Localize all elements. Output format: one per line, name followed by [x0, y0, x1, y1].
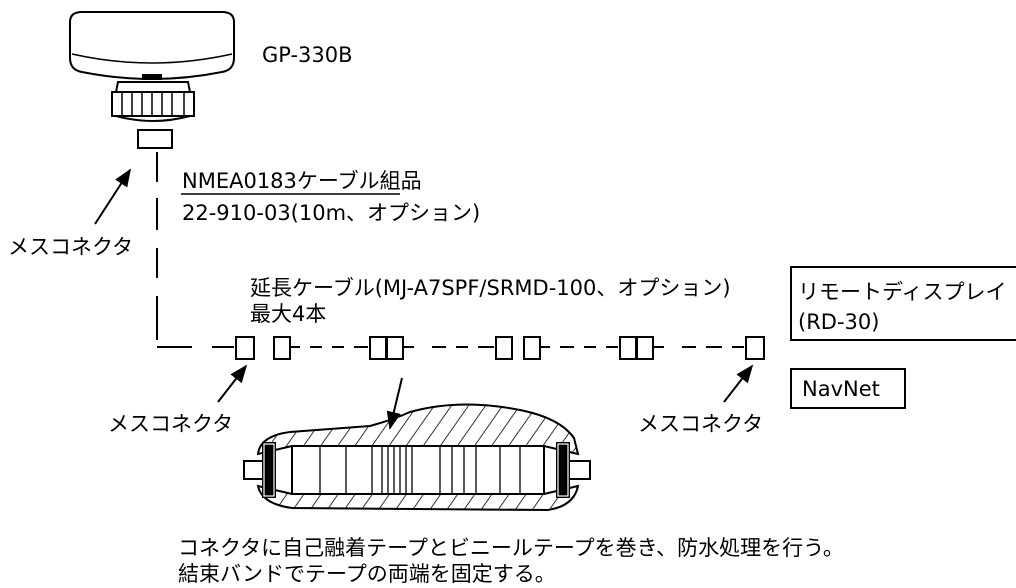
cable-title-label: NMEA0183ケーブル組品 — [182, 169, 422, 193]
antenna-model-label: GP-330B — [262, 43, 353, 67]
navnet-box: NavNet — [790, 368, 906, 409]
navnet-label: NavNet — [802, 377, 880, 401]
extension-max-label: 最大4本 — [250, 302, 327, 326]
instruction-line-2: 結束バンドでテープの両端を固定する。 — [178, 562, 556, 586]
top-connector — [137, 129, 173, 149]
connector-label-top: メスコネクタ — [8, 235, 134, 259]
instruction-line-1: コネクタに自己融着テープとビニールテープを巻き、防水処理を行う。 — [178, 536, 844, 560]
connector-label-bottom-right: メスコネクタ — [638, 412, 764, 436]
waterproof-joint-illustration — [243, 403, 591, 512]
nmea-cable — [156, 152, 192, 348]
gps-antenna — [69, 11, 235, 122]
extension-cable-chain — [212, 336, 765, 360]
extension-cable-label: 延長ケーブル(MJ-A7SPF/SRMD-100、オプション) — [250, 276, 731, 300]
cable-part-number-label: 22-910-03(10m、オプション) — [182, 201, 481, 225]
remote-display-model: (RD-30) — [798, 310, 880, 334]
remote-display-name: リモートディスプレイ — [798, 280, 1007, 304]
remote-display-box: リモートディスプレイ (RD-30) — [790, 266, 1016, 341]
connector-label-bottom-left: メスコネクタ — [108, 412, 234, 436]
